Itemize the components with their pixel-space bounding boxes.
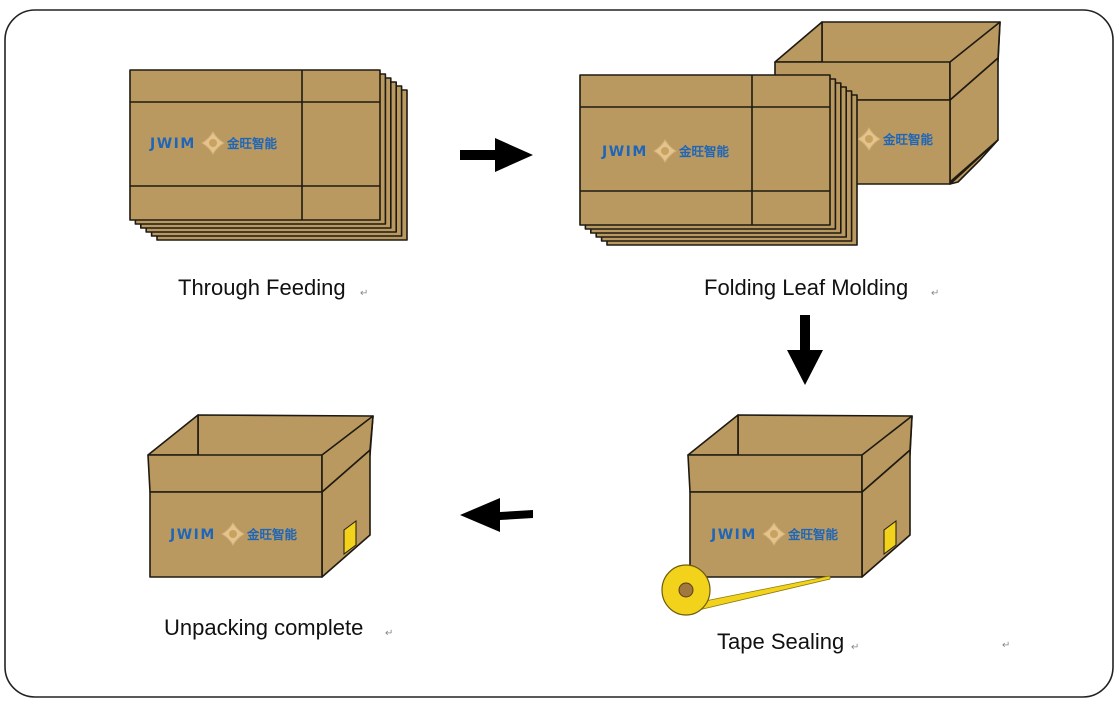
- tape-roll-icon: [661, 564, 831, 616]
- jwim-logo: JWIM 金旺智能: [149, 131, 278, 155]
- logo-chinese: 金旺智能: [246, 527, 298, 542]
- tape-label: [883, 520, 897, 555]
- arrow-down-icon: [787, 315, 823, 385]
- logo-latin: JWIM: [169, 527, 216, 543]
- step-label-through-feeding: Through Feeding: [178, 275, 346, 300]
- step-label-tape-sealing: Tape Sealing: [717, 629, 844, 654]
- flat-blank-stack: JWIM 金旺智能: [129, 69, 408, 241]
- logo-chinese: 金旺智能: [226, 136, 278, 151]
- sealing-box: JWIM 金旺智能: [661, 414, 913, 616]
- folded-blank-stack: JWIM 金旺智能: [579, 74, 858, 246]
- return-mark: ↵: [851, 642, 859, 653]
- step-label-unpacking-complete: Unpacking complete: [164, 615, 363, 640]
- return-mark: ↵: [385, 628, 393, 639]
- tape-label: [343, 520, 357, 555]
- logo-chinese: 金旺智能: [787, 527, 839, 542]
- jwim-logo: 金旺智能: [857, 127, 934, 151]
- arrow-left-icon: [460, 498, 533, 532]
- return-mark: ↵: [931, 288, 939, 299]
- return-mark: ↵: [1002, 640, 1010, 651]
- logo-chinese: 金旺智能: [678, 144, 730, 159]
- logo-latin: JWIM: [149, 136, 196, 152]
- jwim-logo: JWIM 金旺智能: [169, 522, 298, 546]
- step-label-folding-leaf-molding: Folding Leaf Molding: [704, 275, 908, 300]
- logo-latin: JWIM: [710, 527, 757, 543]
- logo-chinese: 金旺智能: [882, 132, 934, 147]
- return-mark: ↵: [360, 288, 368, 299]
- arrow-right-icon: [460, 138, 533, 172]
- logo-latin: JWIM: [601, 144, 648, 160]
- jwim-logo: JWIM 金旺智能: [710, 522, 839, 546]
- finished-box: JWIM 金旺智能: [147, 414, 374, 578]
- jwim-logo: JWIM 金旺智能: [601, 139, 730, 163]
